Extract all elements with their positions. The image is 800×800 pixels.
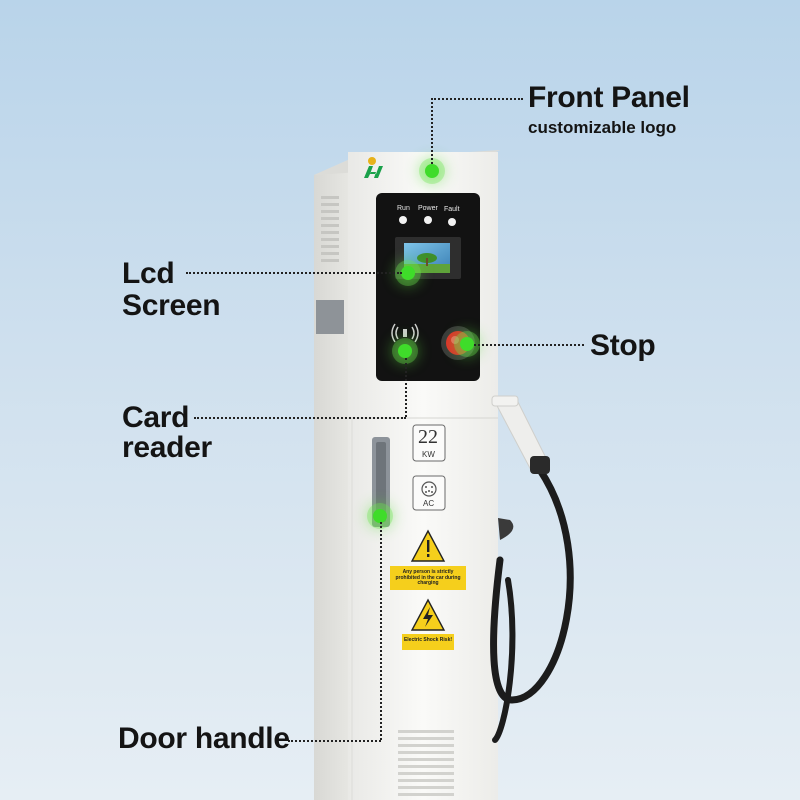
connector-icon xyxy=(421,481,437,497)
warning-icon xyxy=(410,529,446,562)
leader-front-panel-vertical xyxy=(431,98,433,164)
connector-type: AC xyxy=(423,499,435,508)
bottom-vent xyxy=(398,730,454,796)
leader-front-panel-horizontal xyxy=(431,98,523,100)
lcd-label-line2: Screen xyxy=(122,289,221,322)
stop-label: Stop xyxy=(590,329,656,362)
rating-unit: KW xyxy=(422,450,435,459)
front-panel-subtitle: customizable logo xyxy=(528,118,677,137)
hotspot-card-reader[interactable] xyxy=(398,344,412,358)
nfc-icon xyxy=(391,323,419,343)
front-panel-title: Front Panel xyxy=(528,81,690,114)
card-reader-label-line2: reader xyxy=(122,431,212,464)
lcd-label-line1: Lcd xyxy=(122,257,175,290)
leader-lcd-screen xyxy=(186,272,402,274)
hotspot-lcd-screen[interactable] xyxy=(401,266,415,280)
rating-box xyxy=(412,424,446,462)
indicator-label-power: Power xyxy=(418,205,438,212)
card-reader-label-line1: Card xyxy=(122,401,190,434)
rating-value: 22 xyxy=(418,426,438,448)
warning-text-1: Any person is strictly prohibited in the… xyxy=(395,569,461,586)
logo-icon xyxy=(364,157,383,178)
leader-stop xyxy=(474,344,584,346)
leader-door-handle-vertical xyxy=(380,522,382,740)
leader-card-reader-vertical xyxy=(405,358,407,417)
hotspot-front-panel[interactable] xyxy=(425,164,439,178)
indicator-label-run: Run xyxy=(397,205,410,212)
leader-door-handle-horizontal xyxy=(288,740,381,742)
power-indicator-icon xyxy=(424,216,432,224)
indicator-label-fault: Fault xyxy=(444,206,460,213)
leader-card-reader-horizontal xyxy=(194,417,406,419)
charging-cable xyxy=(490,395,574,743)
run-indicator-icon xyxy=(399,216,407,224)
warning-text-2: Electric Shock Risk! xyxy=(403,637,453,643)
electric-shock-icon xyxy=(410,598,446,631)
hotspot-door-handle[interactable] xyxy=(373,509,387,523)
connector-box xyxy=(412,475,446,511)
charger-side xyxy=(314,160,348,800)
fault-indicator-icon xyxy=(448,218,456,226)
door-handle-label: Door handle xyxy=(118,722,290,755)
hotspot-stop[interactable] xyxy=(460,337,474,351)
